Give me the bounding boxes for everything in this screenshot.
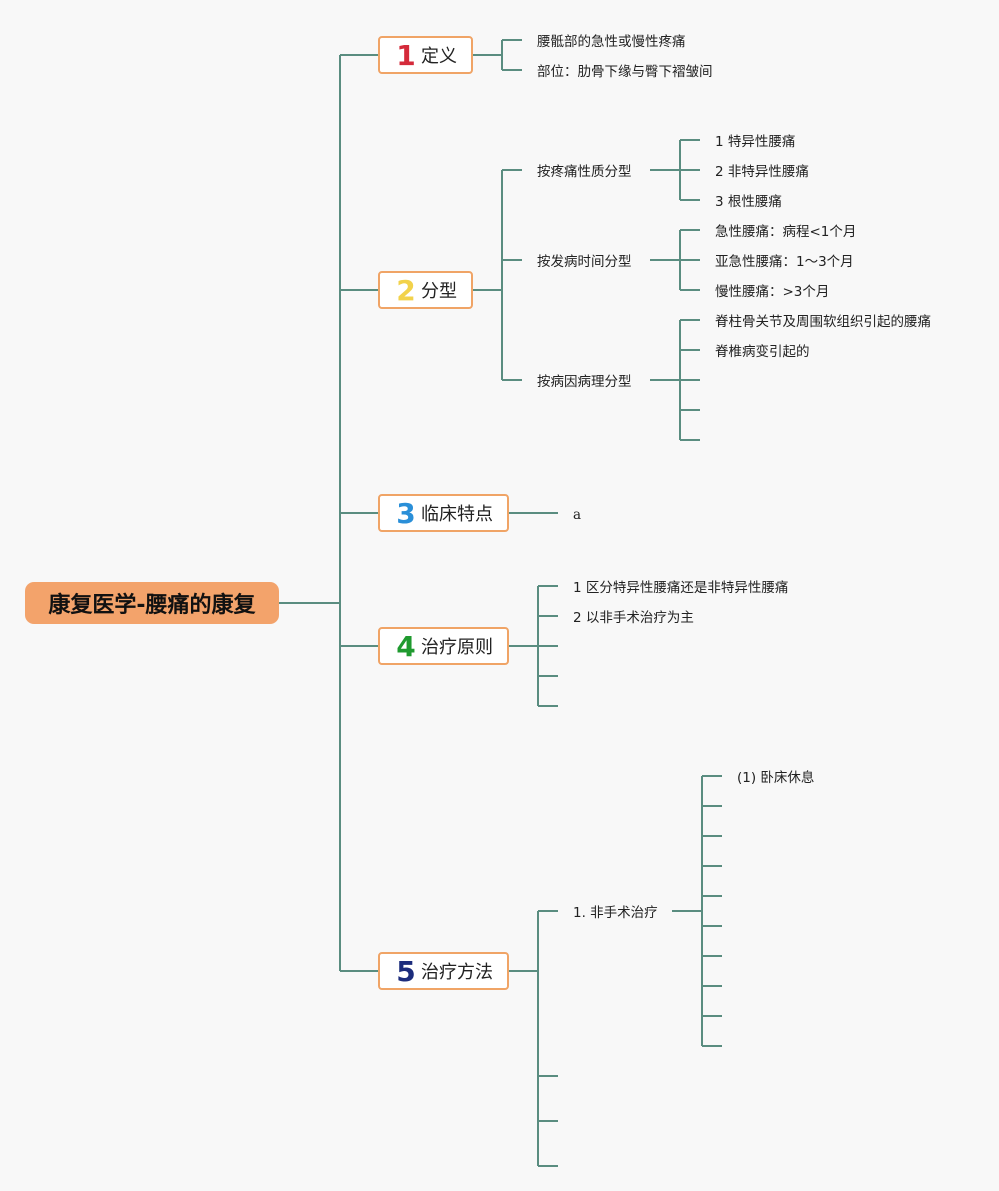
branch-number-1: 1 xyxy=(396,39,415,72)
root-topic-label: 康复医学-腰痛的康复 xyxy=(48,592,256,618)
subtopic-by-etiology: 按病因病理分型 xyxy=(537,374,632,390)
subtopic-by-pain-nature: 按疼痛性质分型 xyxy=(537,163,632,180)
leaf-clinical-features-1: a xyxy=(573,507,581,523)
branch-classification[interactable]: 2 分型 xyxy=(378,271,473,309)
subtopic-by-onset-time: 按发病时间分型 xyxy=(537,254,632,270)
leaf-treatment-principle-2: 2 以非手术治疗为主 xyxy=(573,610,694,626)
branch-treatment-principles-box xyxy=(378,627,509,665)
branch-definition-label: 定义 xyxy=(421,46,457,67)
leaf-chronic-low-back-pain: 慢性腰痛：>3个月 xyxy=(715,283,829,300)
branch-clinical-features-box xyxy=(378,494,509,532)
leaf-acute-low-back-pain: 急性腰痛：病程<1个月 xyxy=(715,223,856,240)
root-topic-box xyxy=(25,582,279,624)
branch-treatment-methods-box xyxy=(378,952,509,990)
branch-definition-box xyxy=(378,36,473,74)
branch-number-4: 4 xyxy=(396,630,415,663)
branch-treatment-principles[interactable]: 4 治疗原则 xyxy=(378,627,509,665)
branch-classification-box xyxy=(378,271,473,309)
subtopic-nonsurgical-treatment: 1. 非手术治疗 xyxy=(573,905,658,921)
leaf-definition-2: 部位：肋骨下缘与臀下褶皱间 xyxy=(537,64,713,80)
leaf-treatment-principle-1: 1 区分特异性腰痛还是非特异性腰痛 xyxy=(573,579,788,596)
leaf-subacute-low-back-pain: 亚急性腰痛：1〜3个月 xyxy=(715,253,854,270)
branch-number-3: 3 xyxy=(396,497,415,530)
branch-classification-label: 分型 xyxy=(421,281,457,302)
branch-treatment-principles-label: 治疗原则 xyxy=(421,637,493,658)
branch-clinical-features-label: 临床特点 xyxy=(421,504,493,525)
branch-definition[interactable]: 1 定义 xyxy=(378,36,473,74)
leaf-definition-1: 腰骶部的急性或慢性疼痛 xyxy=(537,33,686,50)
branch-treatment-methods[interactable]: 5 治疗方法 xyxy=(378,952,509,990)
leaf-radicular-low-back-pain: 3 根性腰痛 xyxy=(715,193,782,210)
leaf-nonspecific-low-back-pain: 2 非特异性腰痛 xyxy=(715,163,809,180)
leaf-spinal-joint-soft-tissue: 脊柱骨关节及周围软组织引起的腰痛 xyxy=(715,313,931,330)
leaf-bed-rest: (1) 卧床休息 xyxy=(737,769,814,786)
connector-lines xyxy=(279,39,722,1167)
branch-number-5: 5 xyxy=(396,955,415,988)
root-topic[interactable]: 康复医学-腰痛的康复 xyxy=(25,582,279,624)
leaf-specific-low-back-pain: 1 特异性腰痛 xyxy=(715,133,795,150)
branch-clinical-features[interactable]: 3 临床特点 xyxy=(378,494,509,532)
branch-number-2: 2 xyxy=(396,274,415,307)
branch-treatment-methods-label: 治疗方法 xyxy=(421,962,493,983)
leaf-spinal-disease: 脊椎病变引起的 xyxy=(715,344,810,360)
